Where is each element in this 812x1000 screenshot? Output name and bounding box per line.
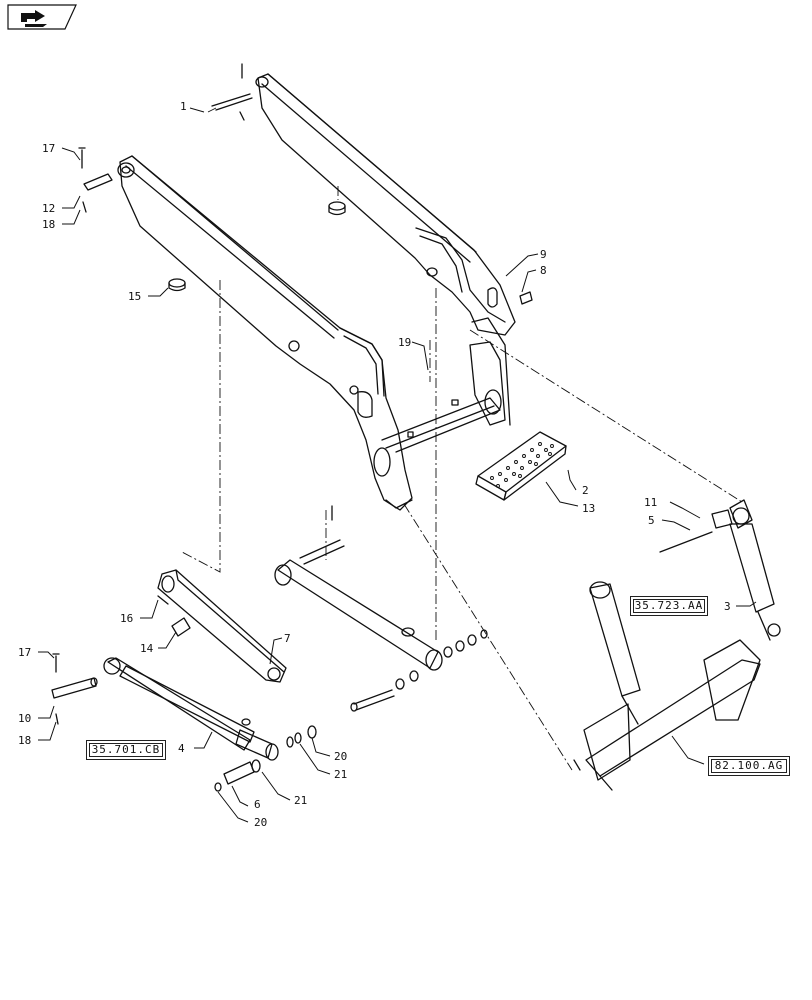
- callout-20: 20: [334, 750, 347, 763]
- callout-12: 12: [42, 202, 55, 215]
- callout-13: 13: [582, 502, 595, 515]
- callout-9: 9: [540, 248, 547, 261]
- nut-8: [519, 291, 533, 305]
- cylinder-3: [659, 499, 781, 641]
- back-arrow-icon[interactable]: [7, 4, 77, 30]
- callout-2: 2: [582, 484, 589, 497]
- bolt-1: [211, 63, 253, 121]
- callout-14: 14: [140, 642, 154, 655]
- callout-1: 1: [180, 100, 187, 113]
- callout-4: 4: [178, 742, 185, 755]
- callout-10: 10: [18, 712, 31, 725]
- callout-7: 7: [284, 632, 291, 645]
- callout-18-lower: 18: [18, 734, 31, 747]
- callout-18: 18: [42, 218, 55, 231]
- reference-link-82-100-ag[interactable]: 82.100.AG: [708, 756, 790, 776]
- pin-10: [51, 653, 98, 725]
- coupler-assembly: [573, 581, 761, 791]
- link-7: [157, 569, 287, 683]
- cylinder-4: [103, 657, 279, 761]
- pin-6: [214, 725, 317, 792]
- pad-15: [168, 201, 346, 292]
- center-rod: [274, 505, 488, 712]
- callout-3: 3: [724, 600, 731, 613]
- callout-15: 15: [128, 290, 141, 303]
- callout-17: 17: [42, 142, 55, 155]
- callout-8: 8: [540, 264, 547, 277]
- loader-arm-left: [117, 155, 413, 511]
- loader-arm-right: [255, 73, 516, 336]
- callout-6: 6: [254, 798, 261, 811]
- callout-19: 19: [398, 336, 411, 349]
- pin-12: [78, 147, 113, 213]
- callout-21: 21: [334, 768, 347, 781]
- callout-21-lower: 21: [294, 794, 307, 807]
- callout-5: 5: [648, 514, 655, 527]
- reference-link-35-723-aa[interactable]: 35.723.AA: [630, 596, 708, 616]
- callout-11: 11: [644, 496, 657, 509]
- callout-17-lower: 17: [18, 646, 31, 659]
- reference-link-35-701-cb[interactable]: 35.701.CB: [86, 740, 166, 760]
- callout-20-lower: 20: [254, 816, 267, 829]
- step-plate: [475, 431, 567, 501]
- callout-16: 16: [120, 612, 133, 625]
